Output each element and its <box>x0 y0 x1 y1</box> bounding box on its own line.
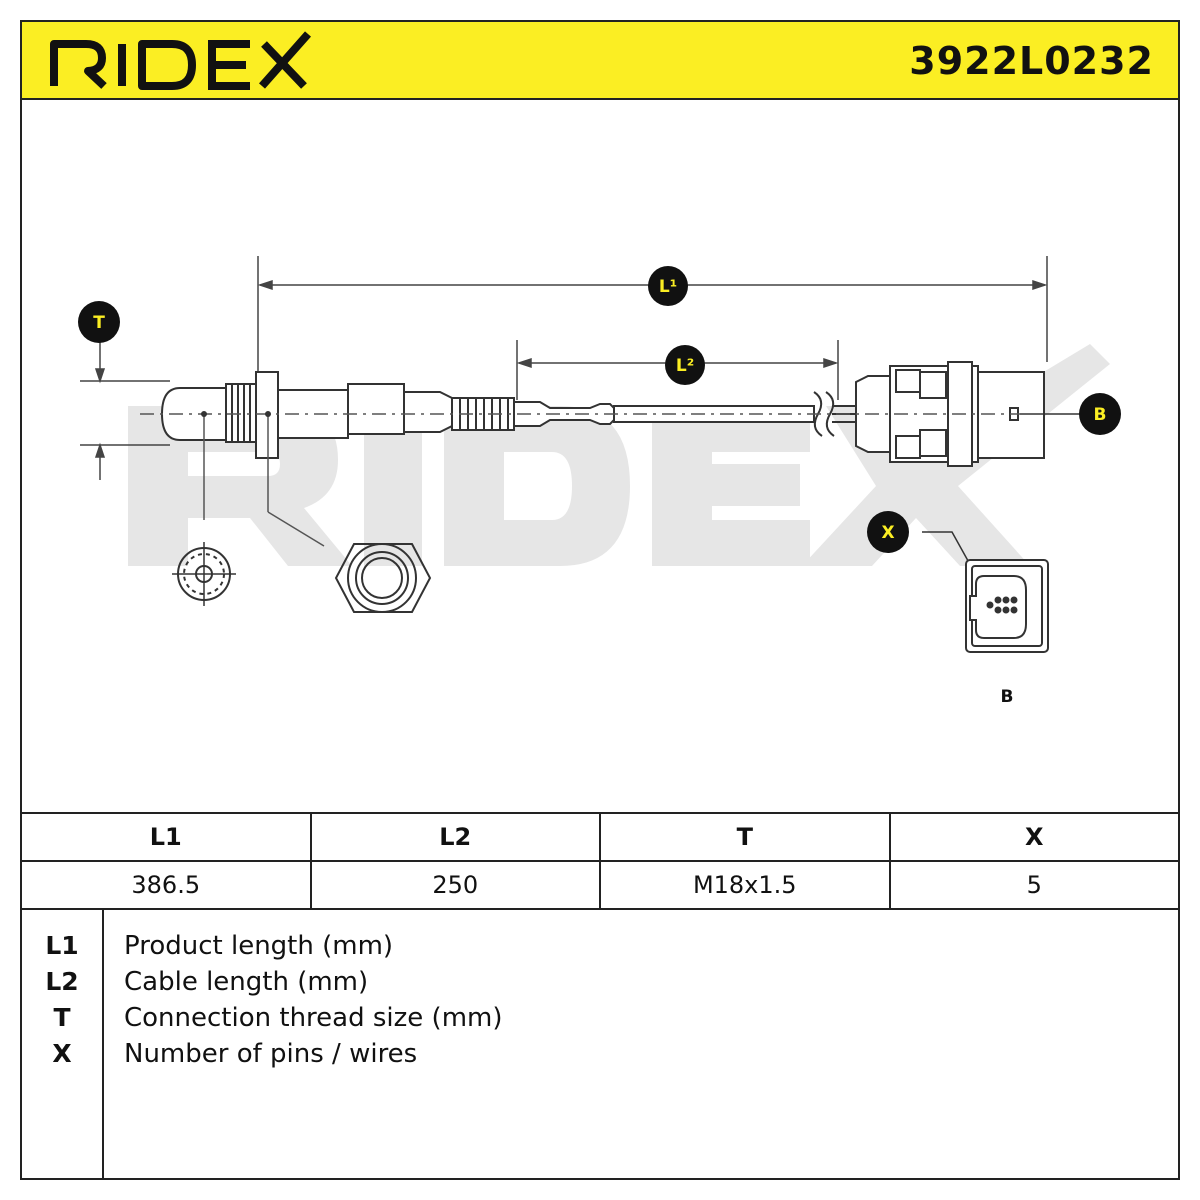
legend-row: L2 Cable length (mm) <box>20 964 1180 1000</box>
legend-key: X <box>52 1039 72 1068</box>
part-number: 3922L0232 <box>909 39 1154 83</box>
l2-callout-label: L² <box>676 356 694 376</box>
spec-table: L1 L2 T X 386.5 250 M18x1.5 5 <box>20 812 1180 910</box>
legend-key: L2 <box>45 967 79 996</box>
x-callout: X <box>867 511 973 569</box>
legend-key: T <box>53 1003 71 1032</box>
legend: L1 Product length (mm) L2 Cable length (… <box>20 908 1180 1180</box>
spec-header-row: L1 L2 T X <box>20 812 1180 862</box>
spec-header-l1: L1 <box>20 812 312 862</box>
sensor-body <box>160 371 815 459</box>
legend-text: Cable length (mm) <box>124 967 369 997</box>
connector-face-view <box>965 559 1049 653</box>
tip-end-view <box>172 542 236 606</box>
spec-value-row: 386.5 250 M18x1.5 5 <box>20 860 1180 910</box>
t-callout-label: T <box>93 313 105 333</box>
x-callout-label: X <box>881 523 894 543</box>
hex-nut-view <box>334 543 432 613</box>
b-callout-label: B <box>1094 405 1107 425</box>
spec-value-l2: 250 <box>309 860 601 910</box>
spec-value-t: M18x1.5 <box>599 860 891 910</box>
l2-callout: L² <box>665 345 705 385</box>
b-callout: B <box>1020 393 1121 435</box>
legend-divider <box>102 908 104 1180</box>
spec-header-t: T <box>599 812 891 862</box>
spec-value-l1: 386.5 <box>20 860 312 910</box>
legend-key: L1 <box>45 931 79 960</box>
legend-text: Product length (mm) <box>124 931 394 961</box>
legend-text: Connection thread size (mm) <box>124 1003 503 1033</box>
ridex-logo <box>50 31 311 90</box>
spec-header-l2: L2 <box>309 812 601 862</box>
header-bar: 3922L0232 <box>20 20 1180 100</box>
detail-leaders <box>201 411 325 547</box>
t-callout: T <box>78 301 120 343</box>
l1-callout: L¹ <box>648 266 688 306</box>
spec-header-x: X <box>888 812 1180 862</box>
spec-value-x: 5 <box>888 860 1180 910</box>
legend-text: Number of pins / wires <box>124 1039 418 1069</box>
legend-row: T Connection thread size (mm) <box>20 1000 1180 1036</box>
legend-row: L1 Product length (mm) <box>20 928 1180 964</box>
l1-callout-label: L¹ <box>659 277 677 297</box>
connector-caption: B <box>1001 687 1014 707</box>
sensor-drawing: L¹ L² T <box>78 256 1121 707</box>
legend-row: X Number of pins / wires <box>20 1036 1180 1072</box>
dimension-t <box>80 340 170 480</box>
